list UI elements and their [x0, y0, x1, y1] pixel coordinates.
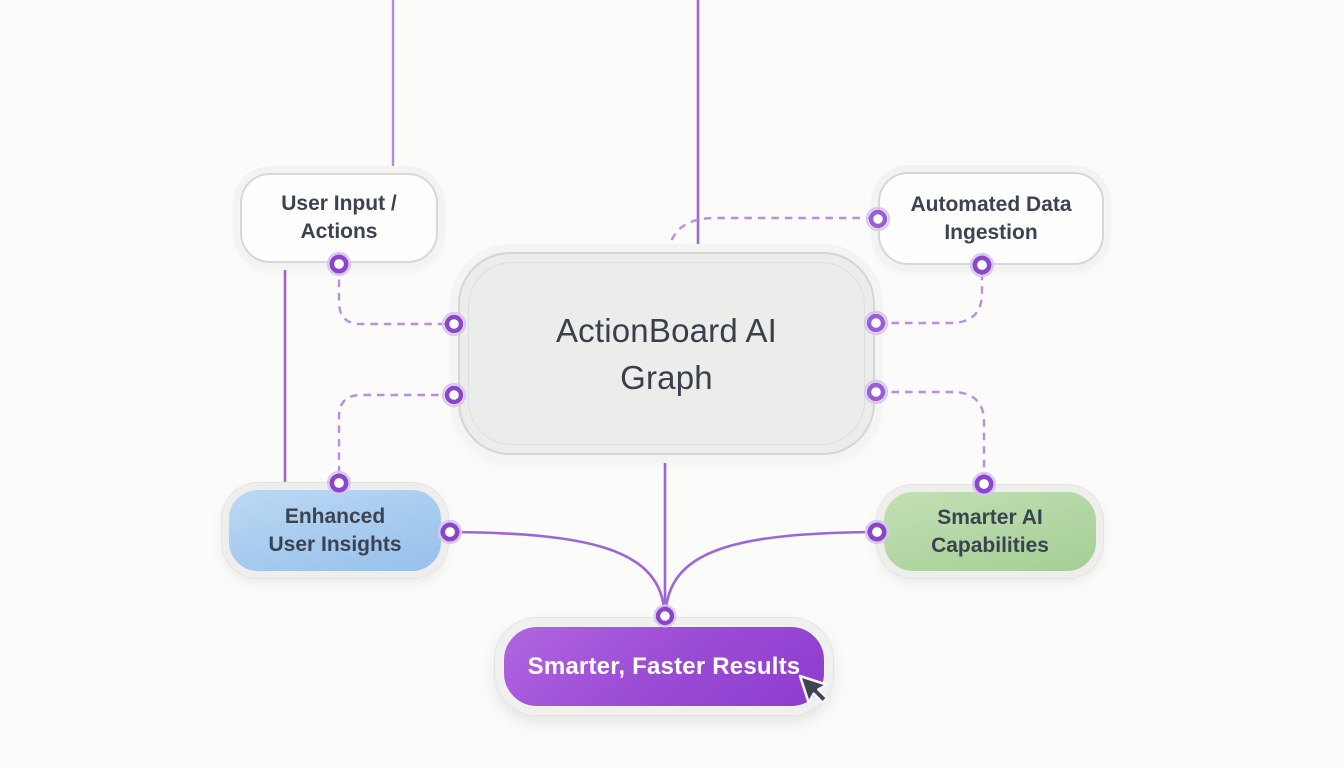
node-automated-ingestion[interactable]: Automated Data Ingestion: [878, 172, 1104, 265]
node-smarter-capabilities[interactable]: Smarter AI Capabilities: [877, 485, 1103, 578]
edge-user-input-to-center-dashed: [337, 266, 452, 326]
node-user-input[interactable]: User Input / Actions: [240, 173, 438, 263]
node-enhanced-insights-label: Enhanced User Insights: [268, 504, 402, 556]
mouse-cursor-icon: [798, 674, 829, 705]
node-user-input-label: User Input / Actions: [281, 192, 397, 243]
node-enhanced-insights[interactable]: Enhanced User Insights: [222, 483, 448, 578]
node-results-label: Smarter, Faster Results: [527, 652, 801, 680]
node-smarter-capabilities-label: Smarter AI Capabilities: [931, 505, 1049, 557]
node-actionboard-graph-label: ActionBoard AI Graph: [555, 311, 778, 396]
edge-center-to-automated-dashed: [666, 216, 874, 254]
node-results[interactable]: Smarter, Faster Results: [495, 618, 833, 715]
edge-capabilities-to-results: [664, 530, 878, 609]
edge-center-to-insights-dashed: [337, 393, 452, 481]
node-actionboard-graph[interactable]: ActionBoard AI Graph: [458, 252, 875, 455]
edge-insights-to-results: [449, 530, 666, 609]
edge-center-to-capabilities-dashed: [878, 390, 986, 482]
edge-automated-to-center-dashed: [878, 267, 984, 325]
node-automated-ingestion-label: Automated Data Ingestion: [910, 192, 1072, 244]
